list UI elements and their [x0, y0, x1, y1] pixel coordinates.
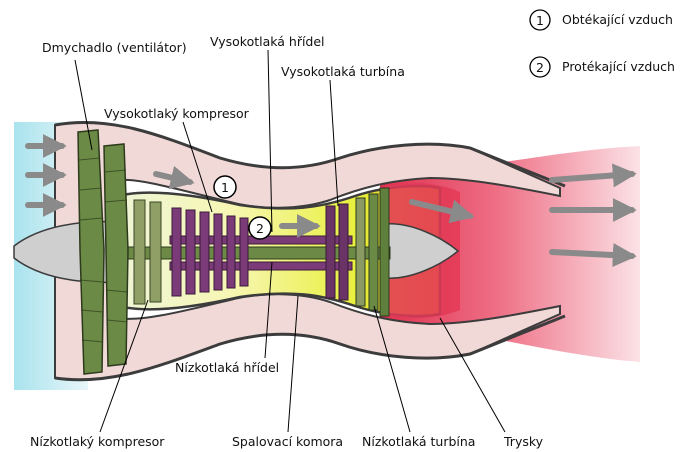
- label-fan: Dmychadlo (ventilátor): [42, 40, 187, 55]
- bypass-marker: 1: [214, 176, 236, 198]
- label-lp-shaft: Nízkotlaká hřídel: [175, 360, 279, 375]
- legend: 1 Obtékající vzduch 2 Protékající vzduch: [530, 10, 675, 77]
- label-hp-shaft: Vysokotlaká hřídel: [210, 34, 325, 49]
- core-marker-number: 2: [256, 221, 264, 236]
- legend-text-1: Obtékající vzduch: [562, 12, 673, 27]
- label-hp-turbine: Vysokotlaká turbína: [281, 64, 405, 79]
- label-nozzle: Trysky: [503, 434, 544, 449]
- bypass-marker-number: 1: [221, 180, 229, 195]
- lp-turbine-stages: [356, 188, 389, 316]
- hp-shaft-lower: [170, 262, 352, 270]
- core-marker: 2: [249, 217, 271, 239]
- legend-text-2: Protékající vzduch: [562, 59, 675, 74]
- legend-number-2: 2: [536, 60, 544, 75]
- label-hp-compressor: Vysokotlaký kompresor: [104, 106, 250, 121]
- label-lp-compressor: Nízkotlaký kompresor: [30, 434, 165, 449]
- exhaust-arrow-3: [552, 252, 632, 256]
- legend-item-1: 1 Obtékající vzduch: [530, 10, 673, 30]
- legend-number-1: 1: [536, 13, 544, 28]
- legend-item-2: 2 Protékající vzduch: [530, 57, 675, 77]
- label-lp-turbine: Nízkotlaká turbína: [362, 434, 475, 449]
- label-combustor: Spalovací komora: [232, 434, 343, 449]
